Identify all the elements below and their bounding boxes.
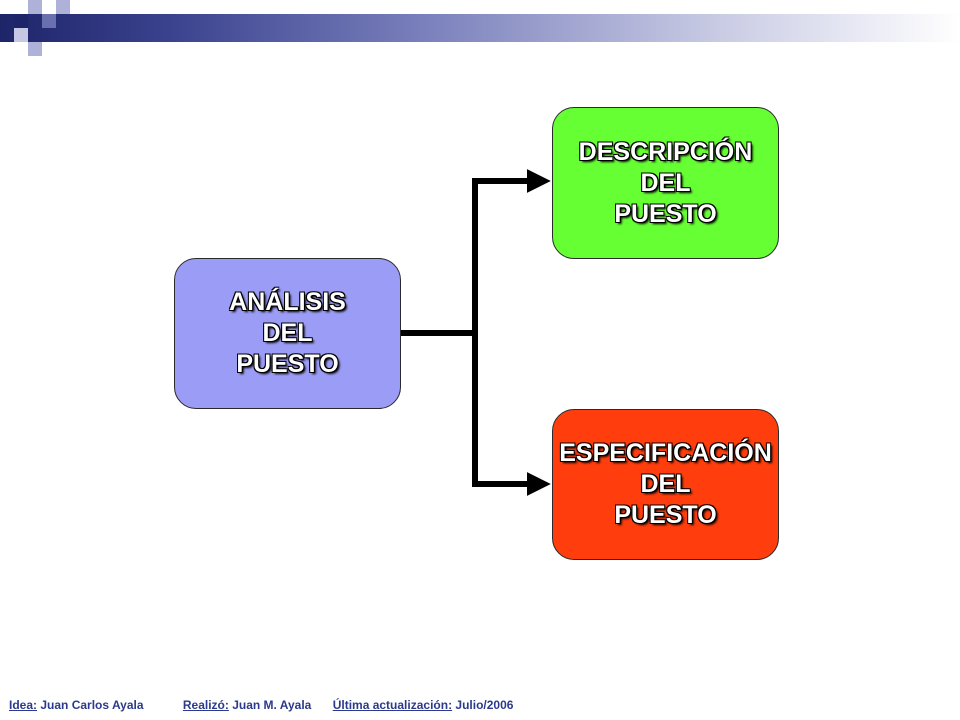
analysis-line-2: DEL [262, 319, 313, 347]
footer-updated: Última actualización: Julio/2006 [333, 698, 514, 712]
footer-updated-label: Última actualización: [332, 698, 453, 712]
header-square-dark [14, 14, 28, 28]
footer-idea-value: Juan Carlos Ayala [40, 698, 144, 712]
connector-branch-top [472, 169, 551, 336]
header-square-light [28, 0, 42, 14]
header-square-mid [42, 14, 56, 28]
footer-credits: Idea: Juan Carlos Ayala Realizó: Juan M.… [9, 698, 513, 712]
description-line-1: DESCRIPCIÓN [578, 137, 753, 166]
header-square-light [28, 42, 42, 56]
specification-line-1: ESPECIFICACIÓN [559, 439, 772, 467]
header-square-light [14, 28, 28, 42]
footer-idea: Idea: Juan Carlos Ayala [9, 698, 144, 712]
specification-line-2: DEL [640, 470, 691, 498]
footer-idea-label: Idea: [9, 698, 38, 712]
header-square-light [56, 0, 70, 14]
footer-made: Realizó: Juan M. Ayala [183, 698, 312, 712]
connector-branch-bottom [472, 330, 551, 496]
header-gradient-bar [0, 14, 960, 42]
specification-box: ESPECIFICACIÓN DEL PUESTO [552, 409, 779, 560]
analysis-box: ANÁLISIS DEL PUESTO [174, 258, 401, 409]
footer-updated-value: Julio/2006 [455, 698, 514, 712]
analysis-line-1: ANÁLISIS [229, 288, 346, 316]
analysis-line-3: PUESTO [236, 350, 339, 378]
footer-made-label: Realizó: [182, 698, 229, 712]
footer-made-value: Juan M. Ayala [232, 698, 312, 712]
description-line-3: PUESTO [614, 199, 717, 228]
description-box: DESCRIPCIÓN DEL PUESTO [552, 107, 779, 259]
specification-line-3: PUESTO [614, 501, 717, 529]
description-line-2: DEL [640, 168, 691, 197]
